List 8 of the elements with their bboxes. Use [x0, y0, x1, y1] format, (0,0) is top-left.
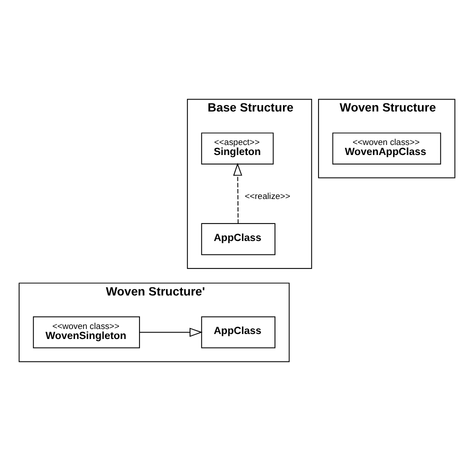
- node-box: <<woven class>> WovenSingleton: [32, 316, 140, 348]
- edge-label: <<realize>>: [244, 190, 290, 201]
- arrow: [233, 162, 242, 224]
- node-box: AppClass: [201, 222, 276, 255]
- node-box: <<woven class>> WovenAppClass: [332, 132, 442, 164]
- arrow: [139, 327, 203, 336]
- node-box: <<aspect>> Singleton: [201, 132, 274, 164]
- node-box: AppClass: [201, 316, 276, 348]
